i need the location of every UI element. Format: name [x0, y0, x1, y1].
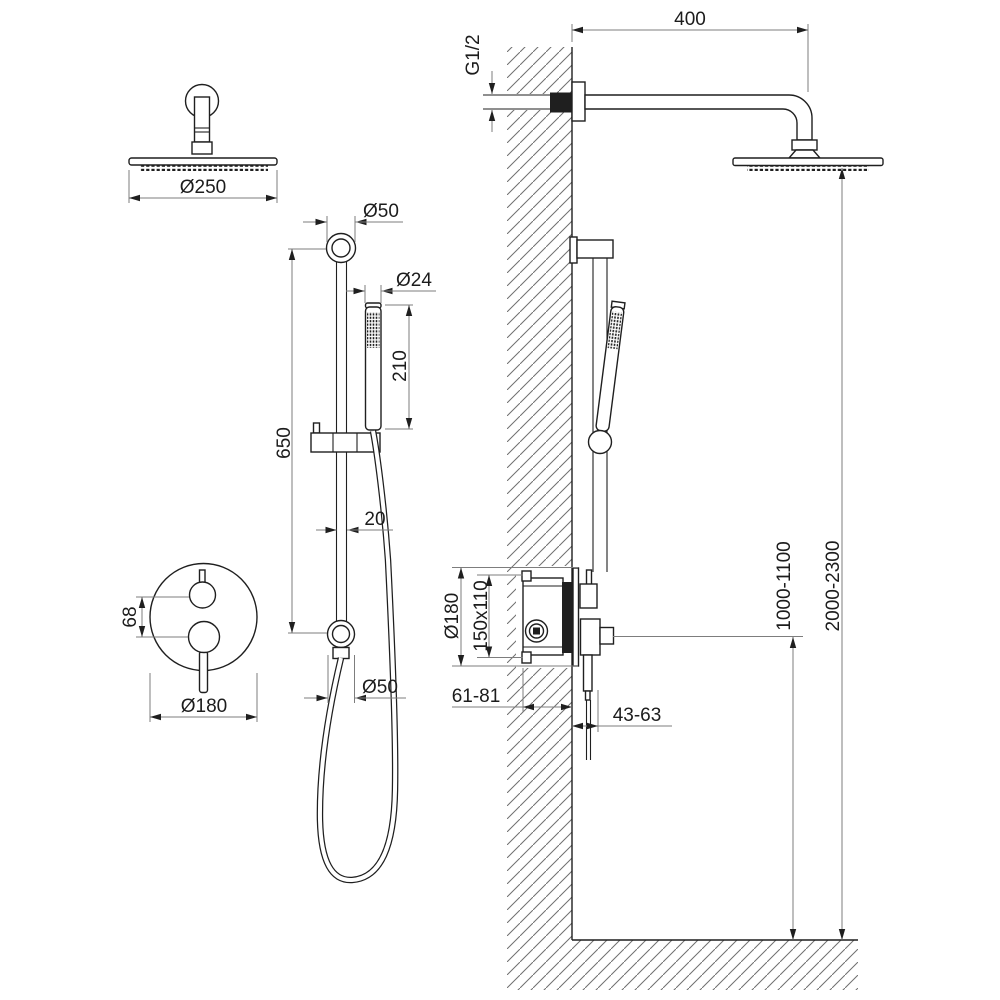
shower-hose-core	[317, 430, 398, 883]
front-view-slide-bar	[310, 232, 399, 884]
dim-label-handshower-diameter: Ø24	[396, 270, 432, 291]
dim-trim-depth: 43-63	[572, 690, 672, 732]
thread-connector	[550, 92, 572, 113]
mixer-lever-side	[582, 654, 593, 692]
dim-label-overhead-diameter: Ø250	[180, 177, 226, 198]
diverter-stick	[198, 569, 206, 584]
dim-slidebar-tube-diameter: 20	[316, 509, 393, 534]
valve-escutcheon-side	[572, 567, 580, 667]
wall-hatch	[507, 47, 858, 990]
dim-label-mixer-plate: Ø180	[181, 696, 227, 717]
dim-label-head-height: 2000-2300	[823, 541, 844, 632]
front-view-mixer-valve	[149, 562, 258, 694]
dim-label-slidebar-bottom: Ø50	[362, 677, 398, 698]
bracket-arm	[576, 239, 614, 259]
dim-label-mixer-height: 1000-1100	[774, 541, 795, 630]
slidebar-bottom-elbow-inner	[331, 624, 351, 644]
mixer-lever-tip	[584, 690, 591, 701]
dim-rough-in-box-size: 150x110	[471, 574, 523, 658]
dim-mixer-height: 1000-1100	[613, 541, 803, 940]
dim-label-slidebar-length: 650	[274, 427, 295, 459]
dim-label-box-size: 150x110	[471, 580, 492, 652]
dim-label-thread-size: G1/2	[463, 34, 484, 75]
arm-escutcheon	[571, 81, 586, 122]
shower-head-plate	[128, 157, 278, 166]
slidebar-top-flange-inner	[331, 238, 351, 258]
hand-shower-side	[595, 300, 626, 432]
dim-handshower-diameter: Ø24	[346, 270, 436, 303]
dim-slidebar-length: 650	[274, 248, 327, 634]
dim-handshower-length: 210	[385, 304, 413, 430]
mixer-knob	[187, 620, 221, 654]
inlet-port-inner	[528, 623, 545, 639]
mixer-lever	[198, 650, 209, 694]
holder-bracket	[310, 432, 381, 453]
front-view-overhead-shower	[128, 83, 278, 171]
dim-slidebar-top-diameter: Ø50	[303, 201, 403, 242]
mounting-ear	[521, 570, 532, 582]
slidebar-bottom-elbow	[326, 619, 356, 649]
dim-overhead-diameter: Ø250	[128, 170, 278, 203]
dim-rosette-diameter-side: Ø180	[442, 567, 578, 667]
dim-label-handle-spacing: 68	[120, 606, 141, 627]
side-view-slide-bar	[569, 236, 626, 760]
dim-thread-size: G1/2	[463, 34, 496, 132]
dim-label-arm-length: 400	[674, 9, 706, 30]
shower-head-side	[732, 157, 884, 167]
arm-nut-side	[791, 139, 818, 151]
handshower-knurl-side	[607, 311, 623, 350]
nozzle-band	[140, 165, 268, 171]
dim-mixer-plate-diameter: Ø180	[149, 673, 258, 722]
mixer-knob-side	[579, 618, 601, 656]
diverter-knob-side	[579, 583, 598, 609]
mixer-knob-cap	[599, 626, 615, 645]
dim-label-rough-in-depth: 61-81	[452, 686, 501, 707]
dim-label-rosette-side: Ø180	[442, 593, 463, 639]
pipe-gap	[483, 94, 550, 110]
head-cone	[787, 149, 822, 159]
slidebar-top-flange	[325, 232, 357, 264]
dim-rough-in-depth: 61-81	[452, 668, 572, 712]
shower-arm	[584, 94, 813, 141]
nozzle-band-side	[747, 166, 869, 171]
dim-label-tube-diameter: 20	[364, 509, 385, 530]
diverter-stick-side	[585, 569, 593, 586]
side-view-overhead-shower	[483, 81, 884, 171]
bracket-flange	[569, 236, 578, 264]
dim-head-height: 2000-2300	[823, 168, 846, 940]
front-view-hand-shower	[364, 302, 382, 431]
hose-fitting	[332, 646, 350, 660]
box-front-strip	[562, 582, 573, 653]
side-view-valve-body	[521, 567, 615, 701]
dim-label-slidebar-top: Ø50	[363, 201, 399, 222]
shower-arm-tube	[193, 96, 211, 143]
dim-label-trim-depth: 43-63	[613, 705, 662, 726]
dim-mixer-handle-spacing: 68	[120, 596, 189, 638]
inlet-plug	[533, 627, 540, 635]
holder-pin	[312, 422, 321, 434]
handshower-knurl	[367, 312, 380, 348]
dim-label-handshower-length: 210	[390, 350, 411, 382]
dim-slidebar-bottom-diameter: Ø50	[304, 655, 406, 703]
mounting-ear	[521, 651, 532, 664]
rough-in-box	[522, 577, 564, 656]
wall-section	[483, 47, 858, 990]
holder-ball	[587, 429, 613, 455]
dim-arm-length: 400	[571, 9, 809, 92]
arm-nut	[191, 141, 213, 155]
diverter-knob	[188, 581, 217, 609]
